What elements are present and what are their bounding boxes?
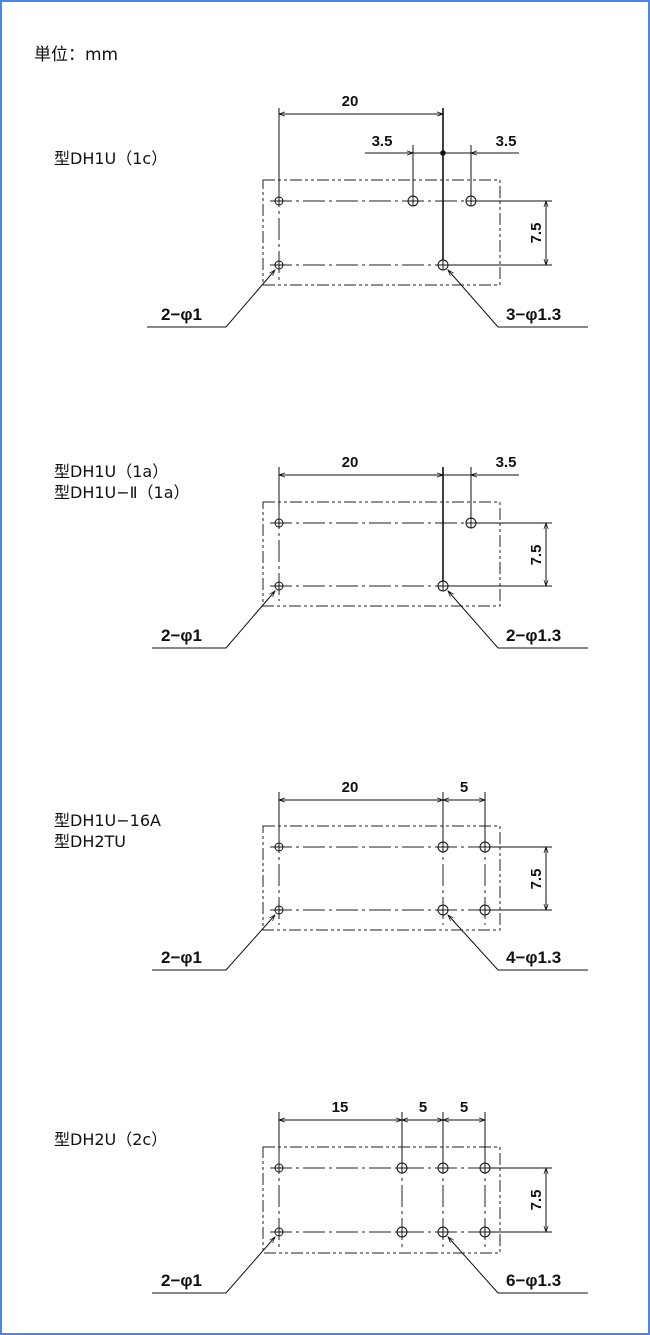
dimension-value: 15: [332, 1099, 349, 1116]
model-label-group-4: 型DH2U（2c）: [54, 1129, 167, 1150]
hole-spec-right: 3−φ1.3: [506, 305, 561, 324]
model-name: 型DH1U（1a）: [54, 462, 169, 481]
relay-outline: [262, 1146, 501, 1254]
dimension-value: 7.5: [528, 223, 545, 244]
leader-line: [147, 269, 276, 328]
hole-spec-right: 2−φ1.3: [506, 626, 561, 645]
relay-outline: [262, 501, 501, 607]
leader-line: [152, 914, 276, 971]
dimension-value: 7.5: [528, 545, 545, 566]
leader-line: [152, 1236, 276, 1294]
diagram-4: 15 5 5 7.5 2−φ1 6−φ1.3: [152, 1099, 588, 1294]
hole-spec-left: 2−φ1: [161, 626, 202, 645]
hole-crosshair: [275, 842, 490, 915]
leader-line: [447, 269, 588, 328]
dimension-value: 5: [460, 779, 468, 796]
model-name: 型DH1U（1c）: [54, 149, 168, 168]
hole-spec-right: 4−φ1.3: [506, 948, 561, 967]
model-label-group-1: 型DH1U（1c）: [54, 148, 167, 169]
dimension-value: 7.5: [528, 869, 545, 890]
hole-spec-left: 2−φ1: [161, 1271, 202, 1290]
hole-crosshair: [275, 1163, 490, 1237]
dimension-value: 5: [419, 1099, 427, 1116]
relay-outline: [262, 825, 501, 931]
leader-line: [447, 1236, 588, 1294]
model-name: 型DH1U−16A: [54, 811, 161, 830]
model-name: 型DH1U−Ⅱ（1a）: [54, 483, 190, 502]
relay-outline: [262, 179, 501, 286]
diagram-3: 20 5 7.5 2−φ1 4−φ1.3: [152, 779, 588, 971]
model-name: 型DH2TU: [54, 832, 127, 851]
unit-label: 単位：mm: [34, 45, 119, 65]
diagram-1: 20 3.5 3.5 7.5 2−φ1 3−φ1.3: [147, 93, 588, 328]
hole-crosshair: [275, 518, 476, 591]
leader-line: [447, 914, 588, 971]
model-label-group-2: 型DH1U（1a） 型DH1U−Ⅱ（1a）: [54, 461, 190, 503]
hole-spec-right: 6−φ1.3: [506, 1271, 561, 1290]
diagram-2: 20 3.5 7.5 2−φ1 2−φ1.3: [152, 454, 588, 649]
dimension-value: 7.5: [528, 1190, 545, 1211]
dimension-value: 3.5: [372, 133, 393, 150]
dimension-value: 3.5: [496, 133, 517, 150]
model-label-group-3: 型DH1U−16A 型DH2TU: [54, 810, 161, 852]
hole-crosshair: [275, 196, 476, 270]
dimension-value: 20: [342, 454, 359, 471]
dimension-value: 20: [342, 779, 359, 796]
model-name: 型DH2U（2c）: [54, 1130, 168, 1149]
dimension-value: 5: [460, 1099, 468, 1116]
dimension-value: 20: [342, 93, 359, 110]
dimension-value: 3.5: [496, 454, 517, 471]
hole-spec-left: 2−φ1: [161, 305, 202, 324]
dimension-dot: [440, 150, 446, 156]
hole-spec-left: 2−φ1: [161, 948, 202, 967]
leader-line: [447, 590, 588, 649]
leader-line: [152, 590, 276, 649]
